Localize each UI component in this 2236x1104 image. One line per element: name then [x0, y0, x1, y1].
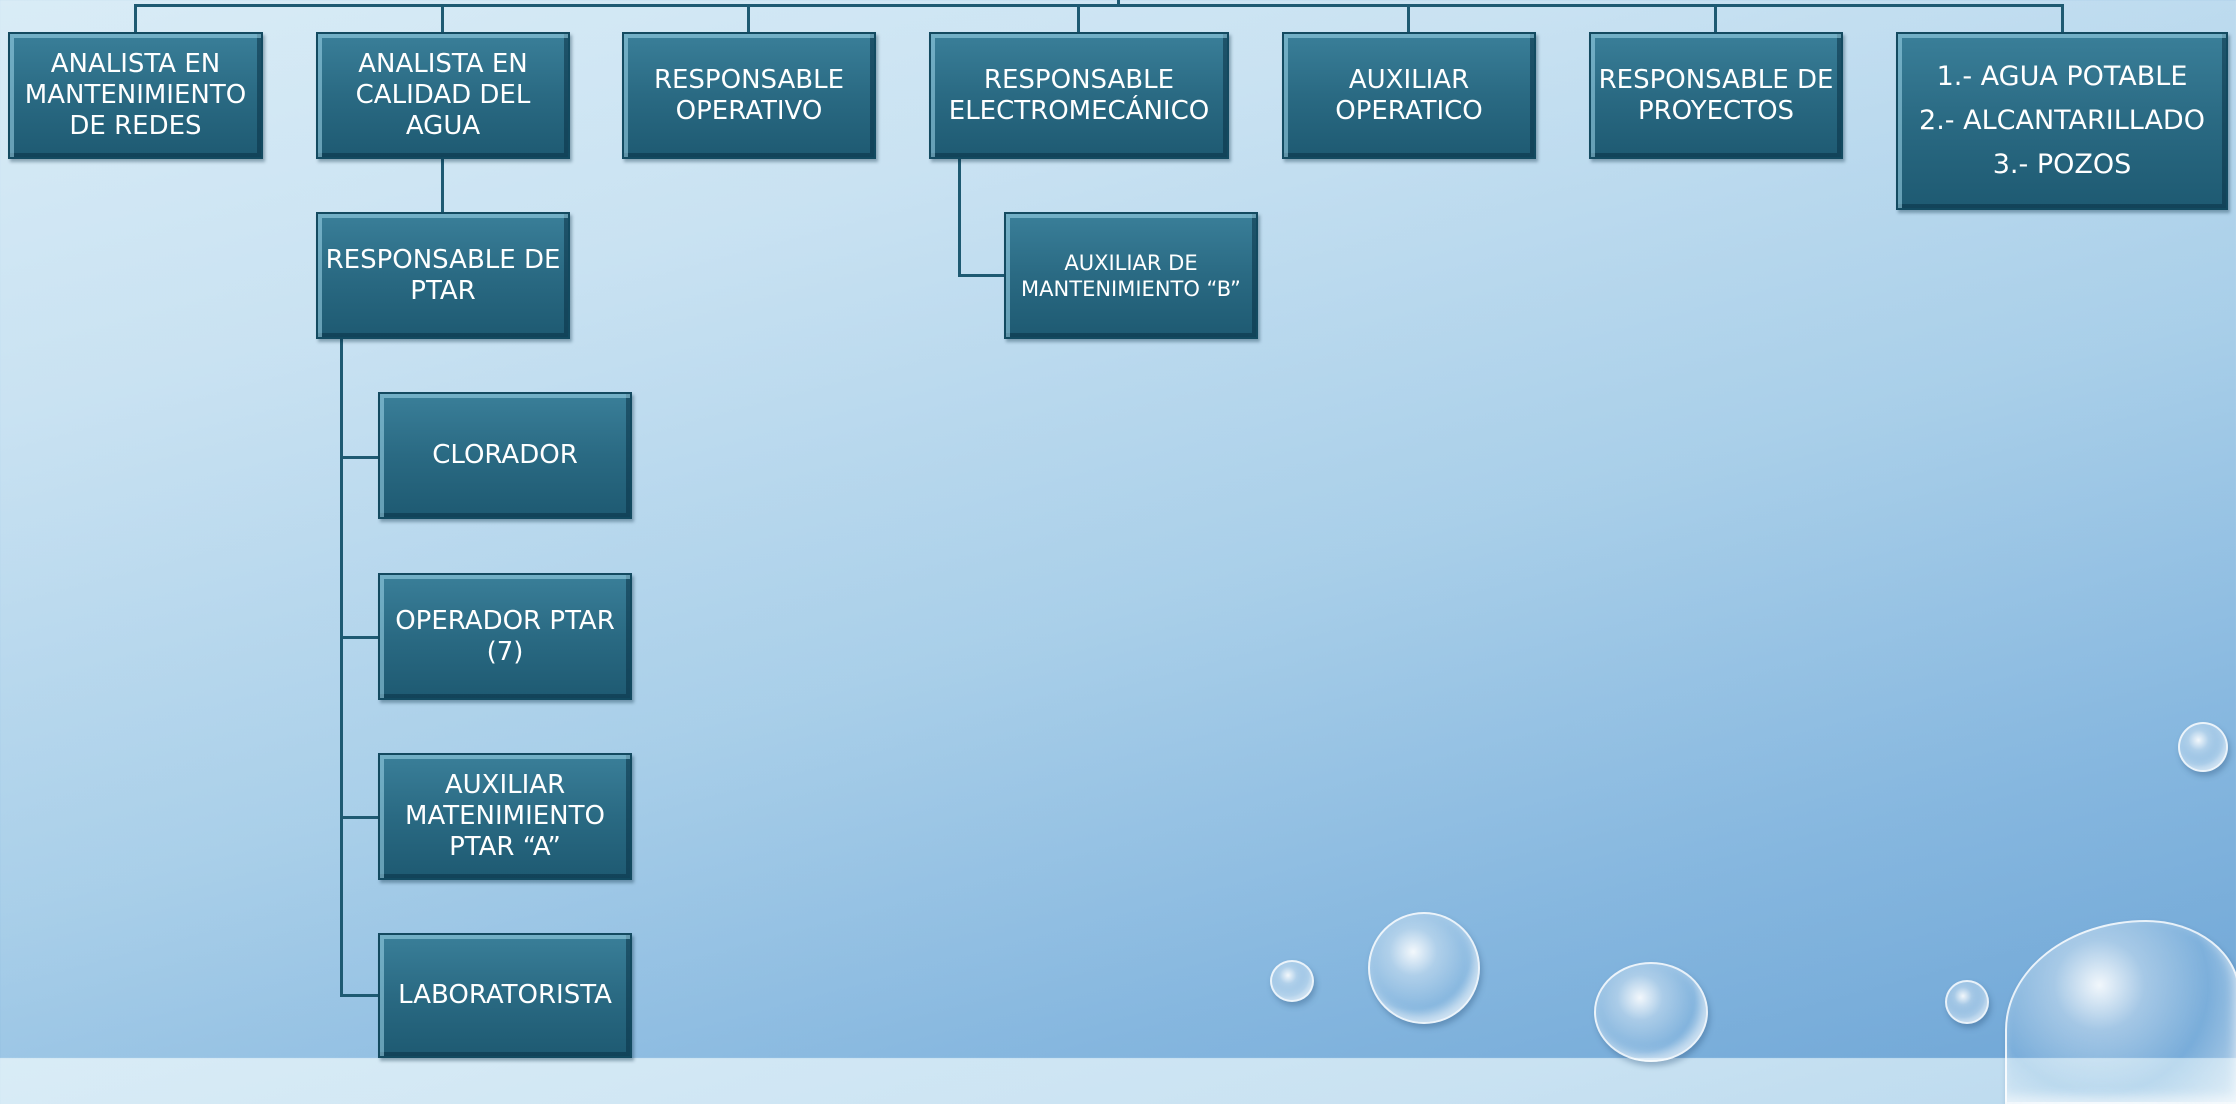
connector-line: [2061, 5, 2064, 33]
connector-line: [340, 816, 380, 819]
box-auxiliar-mantenimiento-b: AUXILIAR DE MANTENIMIENTO “B”: [1004, 212, 1258, 339]
box-analista-calidad-agua: ANALISTA EN CALIDAD DEL AGUA: [316, 32, 570, 159]
connector-line: [1077, 5, 1080, 33]
connector-line: [340, 338, 343, 995]
box-responsable-proyectos: RESPONSABLE DE PROYECTOS: [1589, 32, 1843, 159]
connector-line: [134, 5, 137, 33]
connector-line: [340, 456, 380, 459]
connector-line-top: [134, 4, 2064, 7]
box-laboratorista: LABORATORISTA: [378, 933, 632, 1058]
connector-line: [747, 5, 750, 33]
connector-line: [441, 5, 444, 33]
water-bubble: [1270, 960, 1314, 1002]
connector-line: [1407, 5, 1410, 33]
box-lista-servicios: 1.- AGUA POTABLE 2.- ALCANTARILLADO 3.- …: [1896, 32, 2228, 210]
connector-line: [441, 158, 444, 214]
connector-line: [958, 158, 961, 276]
connector-line-trunk: [1117, 0, 1120, 6]
water-bubble: [1368, 912, 1480, 1024]
water-bubble: [1594, 962, 1708, 1062]
box-operador-ptar: OPERADOR PTAR (7): [378, 573, 632, 700]
box-analista-mantenimiento-redes: ANALISTA EN MANTENIMIENTO DE REDES: [8, 32, 263, 159]
water-bubble: [2178, 722, 2228, 772]
connector-line: [1714, 5, 1717, 33]
box-auxiliar-operatico: AUXILIAR OPERATICO: [1282, 32, 1536, 159]
box-responsable-ptar: RESPONSABLE DE PTAR: [316, 212, 570, 339]
box-clorador: CLORADOR: [378, 392, 632, 519]
connector-line: [340, 994, 380, 997]
water-bubble: [1945, 980, 1989, 1024]
connector-line: [340, 636, 380, 639]
box-responsable-electromecanico: RESPONSABLE ELECTROMECÁNICO: [929, 32, 1229, 159]
box-responsable-operativo: RESPONSABLE OPERATIVO: [622, 32, 876, 159]
connector-line: [958, 274, 1006, 277]
water-bubble: [2005, 920, 2236, 1104]
box-auxiliar-mantenimiento-ptar-a: AUXILIAR MATENIMIENTO PTAR “A”: [378, 753, 632, 880]
